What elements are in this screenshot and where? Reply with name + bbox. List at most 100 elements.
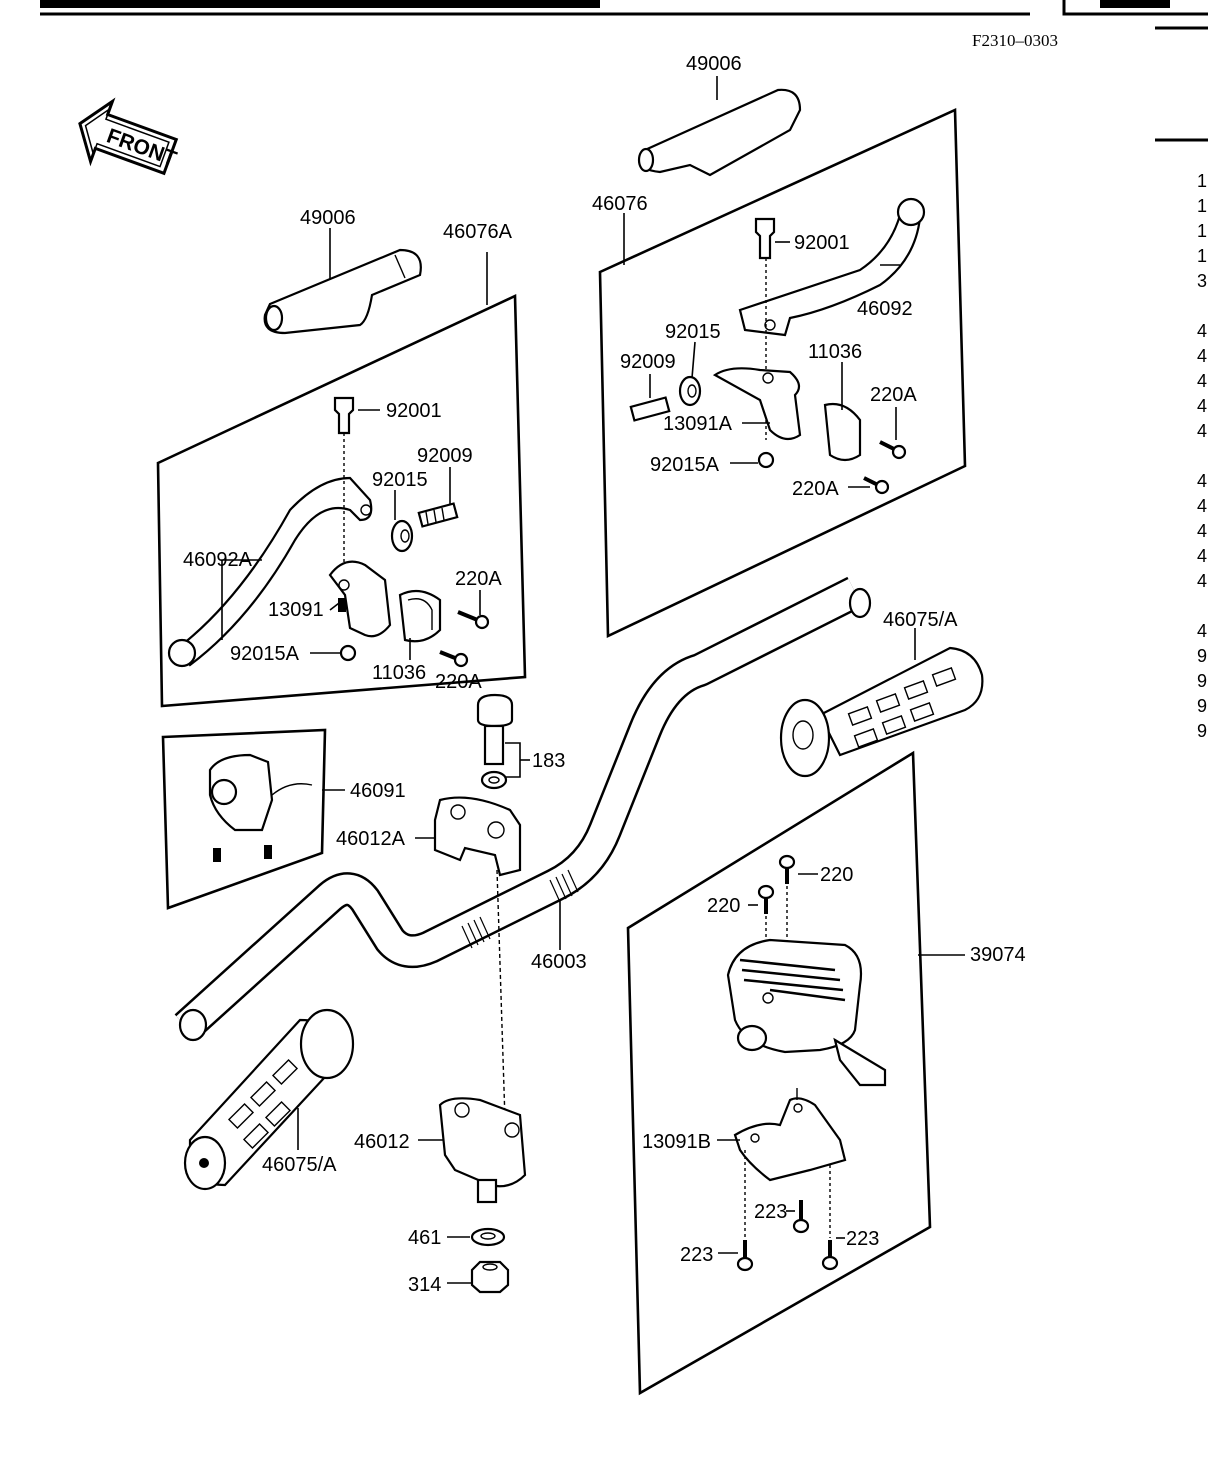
label-220-a: 220 [820,864,853,886]
grip-left [183,1008,355,1191]
index-digit: 9 [1197,696,1207,716]
leader-lines-left-box [221,409,481,660]
lever-46092 [738,197,926,337]
label-92015-right: 92015 [665,321,721,343]
handlebar-46003 [174,576,872,1042]
label-223-a: 223 [680,1244,713,1266]
page-header: F2310–0303 [40,0,1208,142]
screw-220-b [757,884,775,914]
label-46075A-right: 46075/A [883,609,958,631]
index-digit: 4 [1197,471,1207,491]
screw-223-c [821,1240,839,1271]
label-46012: 46012 [354,1131,410,1153]
index-digit: 4 [1197,521,1207,541]
label-220A-left-1: 220A [455,568,502,590]
label-223-c: 223 [846,1228,879,1250]
label-92009-left: 92009 [417,445,473,467]
label-46092A: 46092A [183,549,253,571]
lever-holder-13091A [712,367,802,441]
label-46003: 46003 [531,951,587,973]
label-461: 461 [408,1227,441,1249]
lever-holder-13091 [328,560,392,638]
page-number-box [1062,0,1208,16]
index-digit: 1 [1197,196,1207,216]
screw-223-b [792,1200,810,1234]
index-digit: 3 [1197,271,1207,291]
label-46091: 46091 [350,780,406,802]
label-220-b: 220 [707,895,740,917]
label-92015A-left: 92015A [230,643,300,665]
label-49006-top: 49006 [686,53,742,75]
label-183: 183 [532,750,565,772]
nut-92015-left [390,519,414,553]
index-digit: 9 [1197,721,1207,741]
switch-46091 [208,753,313,862]
label-46076: 46076 [592,193,648,215]
label-220A-right-2: 220A [792,478,839,500]
screw-220A-left-2 [439,650,469,668]
index-digit: 4 [1197,346,1207,366]
index-digit: 4 [1197,496,1207,516]
grip-right [779,646,984,778]
index-digit: 4 [1197,546,1207,566]
left-lever-assembly-box [156,293,527,708]
screw-223-a [736,1240,754,1272]
part-labels: 49006 46076 92001 46092 92015 11036 9200… [183,53,1026,1296]
switch-46091-box [161,728,327,910]
nut-92015A-right [757,451,775,469]
label-39074: 39074 [970,944,1026,966]
screw-220-a [778,854,796,884]
front-arrow-icon: FRONT [78,97,180,176]
right-margin-index: 1 1 1 1 3 4 4 4 4 4 4 4 4 4 4 4 9 9 9 9 [1197,171,1207,741]
label-92015A-right: 92015A [650,454,720,476]
label-13091: 13091 [268,599,324,621]
label-11036-left: 11036 [372,662,426,684]
washer-461 [470,1227,506,1247]
label-46012A: 46012A [336,828,406,850]
handlebar-holder-46012A [433,796,522,877]
index-digit: 9 [1197,671,1207,691]
screw-220A-left-1 [457,610,490,630]
index-digit: 4 [1197,321,1207,341]
label-314: 314 [408,1274,441,1296]
throttle-housing-39074 [726,938,887,1087]
clamp-11036-left [398,589,442,643]
nut-92015A-left [339,644,357,662]
label-92009-right: 92009 [620,351,676,373]
index-digit: 1 [1197,246,1207,266]
label-13091A: 13091A [663,413,733,435]
index-digit: 4 [1197,396,1207,416]
label-92015-left: 92015 [372,469,428,491]
right-lever-assembly-box [598,108,967,639]
document-id: F2310–0303 [972,31,1058,50]
index-digit: 1 [1197,171,1207,191]
label-11036-right: 11036 [808,341,862,363]
throttle-39074-box [626,750,932,1396]
index-digit: 9 [1197,646,1207,666]
adjuster-92009-left [417,502,459,528]
screw-220A-right-2 [863,476,890,495]
label-220A-right-1: 220A [870,384,917,406]
index-digit: 4 [1197,371,1207,391]
adjuster-92009-right [629,396,671,422]
index-digit: 4 [1197,421,1207,441]
bolt-183 [476,693,514,790]
label-220A-left-2: 220A [435,671,482,693]
leader-lines-right-box [649,241,900,488]
nut-314 [470,1260,510,1294]
label-92001-right: 92001 [794,232,850,254]
bracket-13091B [733,1097,847,1182]
nut-92015-right [678,375,702,407]
label-46075A-left: 46075/A [262,1154,337,1176]
label-13091B: 13091B [642,1131,711,1153]
lever-cover-left [263,248,422,335]
label-49006-left: 49006 [300,207,356,229]
clamp-11036-right [823,402,862,462]
index-digit: 4 [1197,571,1207,591]
bolt-92001-left [333,396,355,590]
label-46092: 46092 [857,298,913,320]
cropped-title-bar [40,0,600,8]
label-46076A: 46076A [443,221,513,243]
label-223-b: 223 [754,1201,787,1223]
